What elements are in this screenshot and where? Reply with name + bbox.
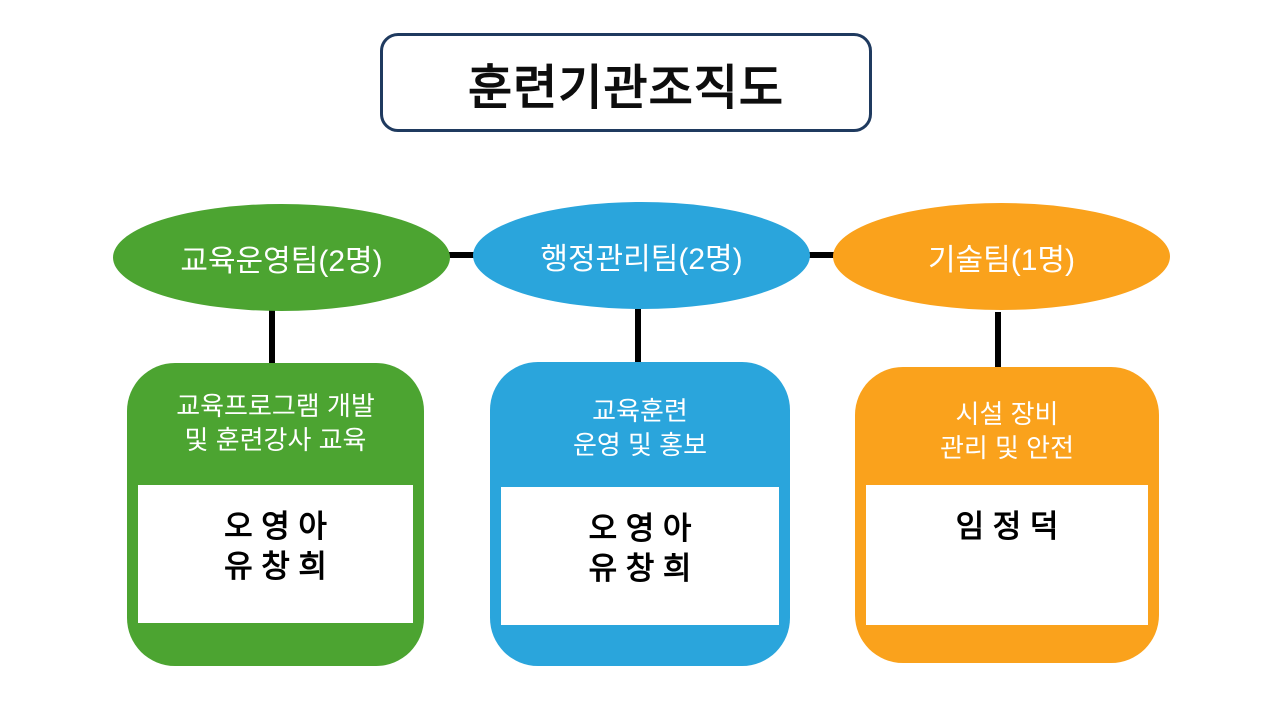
connector-blue-orange: [807, 252, 834, 258]
team-role-tech: 시설 장비 관리 및 안전: [855, 397, 1159, 466]
team-role-admin-line2: 운영 및 홍보: [572, 430, 708, 461]
team-role-tech-line1: 시설 장비: [955, 399, 1059, 429]
team-card-admin: 교육훈련 운영 및 홍보 오 영 아 유 창 희: [490, 362, 790, 666]
member-name: 임 정 덕: [955, 509, 1059, 544]
connector-vertical-admin: [635, 309, 641, 363]
member-name: 유 창 희: [588, 551, 692, 586]
connector-vertical-tech: [995, 312, 1001, 367]
team-card-education: 교육프로그램 개발 및 훈련강사 교육 오 영 아 유 창 희: [127, 363, 424, 666]
team-ellipse-education-label: 교육운영팀(2명): [180, 244, 383, 278]
team-ellipse-tech: 기술팀(1명): [833, 203, 1170, 310]
member-names-education: 오 영 아 유 창 희: [138, 485, 413, 587]
team-role-admin-line1: 교육훈련: [592, 396, 688, 426]
team-role-education: 교육프로그램 개발 및 훈련강사 교육: [127, 389, 424, 458]
member-name: 오 영 아: [224, 509, 327, 544]
member-names-tech: 임 정 덕: [866, 485, 1148, 547]
chart-title-box: 훈련기관조직도: [380, 33, 872, 132]
team-role-education-line1: 교육프로그램 개발: [176, 391, 375, 421]
member-box-education: 오 영 아 유 창 희: [138, 485, 413, 623]
team-card-tech: 시설 장비 관리 및 안전 임 정 덕: [855, 367, 1159, 663]
connector-green-blue: [447, 252, 474, 258]
team-role-tech-line2: 관리 및 안전: [939, 433, 1075, 464]
chart-title: 훈련기관조직도: [467, 61, 785, 115]
connector-vertical-education: [269, 310, 275, 363]
member-box-tech: 임 정 덕: [866, 485, 1148, 625]
team-role-education-line2: 및 훈련강사 교육: [184, 425, 367, 456]
member-box-admin: 오 영 아 유 창 희: [501, 487, 779, 625]
team-ellipse-admin-label: 행정관리팀(2명): [540, 242, 743, 276]
member-name: 유 창 희: [224, 549, 327, 584]
team-role-admin: 교육훈련 운영 및 홍보: [490, 394, 790, 463]
team-ellipse-admin: 행정관리팀(2명): [473, 202, 810, 309]
team-ellipse-tech-label: 기술팀(1명): [927, 243, 1076, 277]
member-name: 오 영 아: [588, 511, 692, 546]
team-ellipse-education: 교육운영팀(2명): [113, 204, 450, 311]
member-names-admin: 오 영 아 유 창 희: [501, 487, 779, 589]
